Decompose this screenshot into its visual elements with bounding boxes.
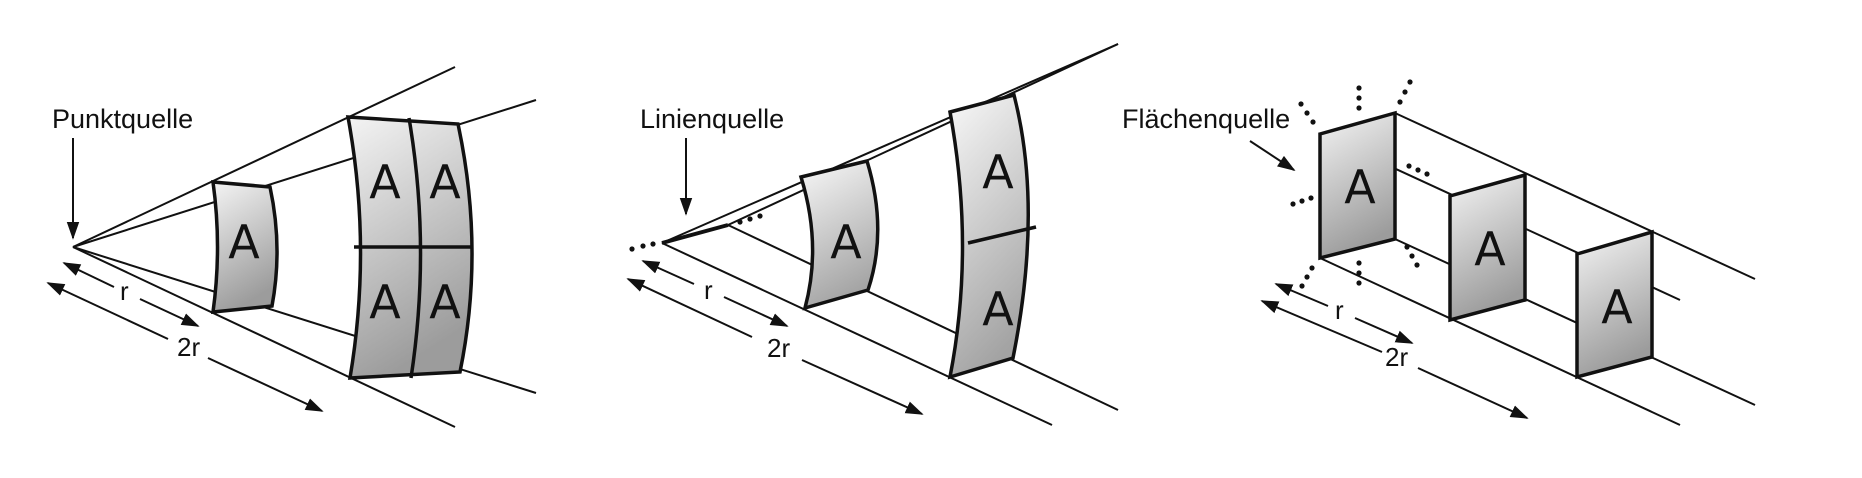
ray-line: [727, 43, 1119, 226]
distance-r-label: r: [704, 275, 713, 305]
area-letter: A: [982, 145, 1014, 199]
area-letter: A: [1344, 160, 1376, 214]
area-letter: A: [1601, 280, 1633, 334]
middle-plane: A: [1448, 172, 1527, 323]
dimension-arrows: [1260, 283, 1529, 419]
continuation-dots: [1290, 79, 1430, 289]
ray-line: [72, 66, 456, 248]
ray-line: [727, 224, 1119, 411]
large-patch: A A A A: [345, 115, 474, 380]
area-letter: A: [1474, 222, 1506, 276]
area-letter: A: [982, 282, 1014, 336]
ray-line: [1319, 257, 1681, 426]
distance-2r-label: 2r: [767, 333, 791, 363]
panel-area-source: A A A: [1249, 79, 1756, 426]
large-patch: A A: [947, 92, 1037, 380]
ray-line: [661, 43, 1119, 244]
small-patch: A: [210, 180, 279, 314]
area-letter: A: [830, 215, 862, 269]
area-letter: A: [369, 275, 401, 329]
distance-r-label: r: [1335, 295, 1344, 325]
area-letter: A: [369, 155, 401, 209]
line-source: [661, 223, 729, 245]
distance-2r-label: 2r: [1385, 342, 1409, 372]
area-source-label: Flächenquelle: [1122, 104, 1291, 134]
ray-line: [1394, 112, 1756, 280]
small-patch: A: [798, 158, 880, 311]
point-source-label: Punktquelle: [52, 104, 194, 134]
area-letter: A: [429, 155, 461, 209]
dimension-arrows: [46, 262, 324, 412]
distance-2r-label: 2r: [177, 332, 201, 362]
panel-line-source: A A A: [626, 43, 1119, 426]
ray-line: [72, 246, 456, 428]
area-letter: A: [429, 275, 461, 329]
area-letter: A: [228, 215, 260, 269]
continuation-dots: [629, 213, 763, 252]
line-source-label: Linienquelle: [640, 104, 785, 134]
distance-r-label: r: [120, 276, 129, 306]
source-pointer-arrow: [1249, 140, 1296, 171]
ray-line: [661, 242, 1053, 426]
far-plane: A: [1575, 229, 1654, 380]
panel-point-source: A A A A A: [46, 66, 537, 428]
dimension-arrows: [626, 260, 924, 415]
source-plane: A: [1318, 110, 1397, 261]
